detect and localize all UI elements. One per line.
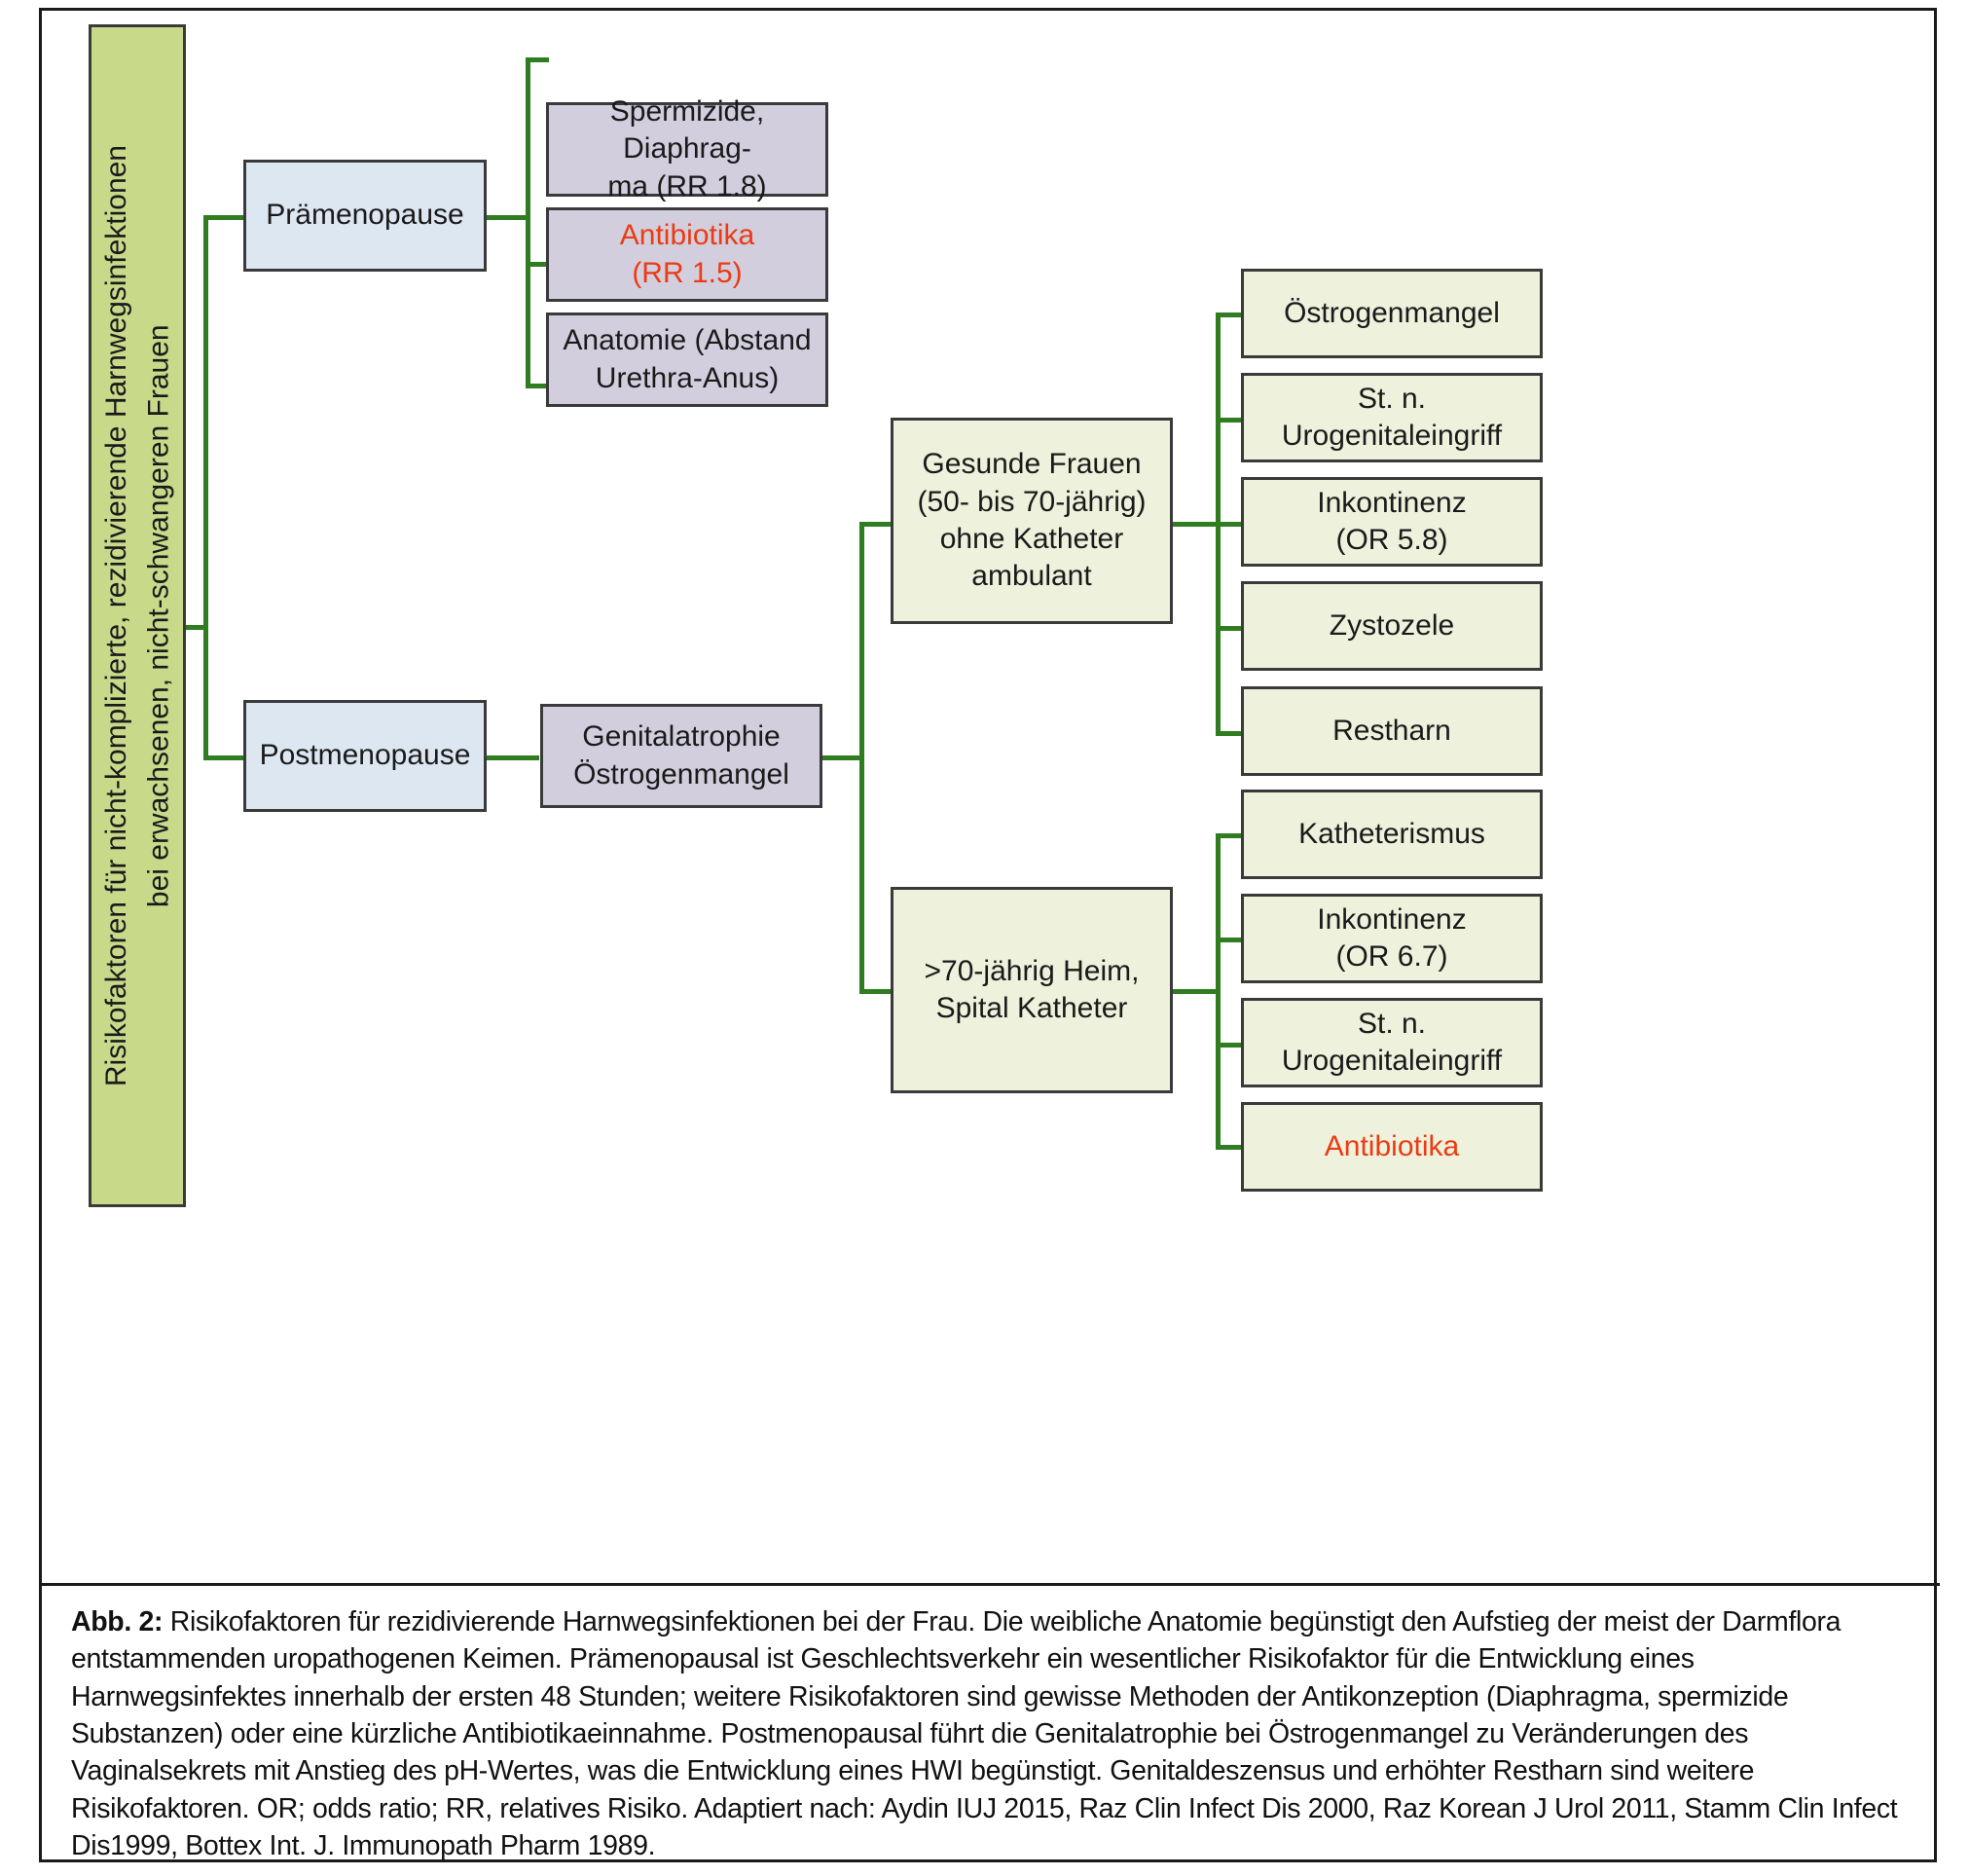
node-postmenopause-label: Postmenopause	[259, 739, 471, 772]
figure-caption: Abb. 2: Risikofaktoren für rezidivierend…	[42, 1583, 1940, 1862]
node-st-n-urogenitaleingriff-2-label: St. n. Urogenitaleingriff	[1281, 1007, 1503, 1077]
node-anatomie-label: Anatomie (Abstand Urethra-Anus)	[563, 324, 812, 394]
connector-to-anatomie	[526, 384, 547, 388]
node-anatomie[interactable]: Anatomie (Abstand Urethra-Anus)	[546, 313, 828, 407]
root-title-box: Risikofaktoren für nicht-komplizierte, r…	[89, 24, 186, 1207]
connector-gesunde-frauen-out	[1171, 522, 1220, 527]
node-praemenopause[interactable]: Prämenopause	[243, 160, 487, 272]
node-antibiotika[interactable]: Antibiotika	[1241, 1102, 1543, 1192]
node-antibiotika-rr-label: Antibiotika (RR 1.5)	[619, 219, 755, 289]
node-genitalatrophie[interactable]: Genitalatrophie Östrogenmangel	[540, 704, 822, 808]
connector-to-katheterismus	[1216, 833, 1243, 838]
node-postmenopause[interactable]: Postmenopause	[243, 700, 487, 812]
node-praemenopause-label: Prämenopause	[266, 199, 464, 232]
node-genitalatrophie-label: Genitalatrophie Östrogenmangel	[573, 720, 789, 791]
connector-to-inkontinenz-58	[1216, 522, 1243, 527]
node-restharn-label: Restharn	[1332, 714, 1451, 747]
node-spermizide-diaphragma[interactable]: Spermizide, Diaphrag- ma (RR 1.8)	[546, 95, 828, 202]
node-spermizide-diaphragma-label: Spermizide, Diaphrag- ma (RR 1.8)	[607, 94, 767, 202]
connector-genitalatrophie-out	[820, 755, 863, 760]
connector-branch-spine	[203, 215, 208, 760]
node-antibiotika-rr[interactable]: Antibiotika (RR 1.5)	[546, 207, 828, 302]
connector-factor-spine	[526, 57, 530, 388]
connector-to-zystozele	[1216, 626, 1243, 631]
caption-label: Abb. 2:	[71, 1606, 164, 1637]
root-title-label: Risikofaktoren für nicht-komplizierte, r…	[99, 144, 175, 1087]
node-st-n-urogenitaleingriff-1[interactable]: St. n. Urogenitaleingriff	[1241, 373, 1543, 462]
node-inkontinenz-or-67-label: Inkontinenz (OR 6.7)	[1317, 902, 1467, 973]
caption-text: Risikofaktoren für rezidivierende Harnwe…	[71, 1606, 1898, 1861]
node-katheterismus[interactable]: Katheterismus	[1241, 790, 1543, 879]
node-ueber-70-heim-spital[interactable]: >70-jährig Heim, Spital Katheter	[891, 887, 1173, 1093]
node-zystozele[interactable]: Zystozele	[1241, 581, 1543, 671]
connector-to-st-n-1	[1216, 418, 1243, 423]
figure-frame: Risikofaktoren für nicht-komplizierte, r…	[39, 8, 1940, 1862]
node-oestrogenmangel-label: Östrogenmangel	[1284, 296, 1500, 329]
node-antibiotika-label: Antibiotika	[1324, 1129, 1460, 1162]
connector-to-restharn	[1216, 731, 1243, 736]
connector-to-praemenopause	[203, 215, 244, 220]
connector-to-oestrogenmangel	[1216, 313, 1243, 317]
node-inkontinenz-or-67[interactable]: Inkontinenz (OR 6.7)	[1241, 894, 1543, 983]
connector-to-antibiotika-rr	[526, 262, 547, 267]
diagram-canvas: Risikofaktoren für nicht-komplizierte, r…	[42, 11, 1940, 1583]
connector-to-postmenopause	[203, 755, 244, 760]
node-inkontinenz-or-58[interactable]: Inkontinenz (OR 5.8)	[1241, 477, 1543, 567]
node-ueber-70-heim-spital-label: >70-jährig Heim, Spital Katheter	[924, 954, 1140, 1024]
connector-risk-spine-2	[1216, 833, 1221, 1145]
node-st-n-urogenitaleingriff-1-label: St. n. Urogenitaleingriff	[1281, 382, 1503, 452]
node-katheterismus-label: Katheterismus	[1298, 817, 1485, 850]
node-zystozele-label: Zystozele	[1329, 608, 1455, 642]
node-restharn[interactable]: Restharn	[1241, 686, 1543, 776]
node-gesunde-frauen[interactable]: Gesunde Frauen (50- bis 70-jährig) ohne …	[891, 418, 1173, 624]
node-inkontinenz-or-58-label: Inkontinenz (OR 5.8)	[1317, 486, 1467, 556]
connector-ueber-70-out	[1171, 989, 1220, 994]
connector-factor-top-tick	[526, 57, 549, 62]
node-gesunde-frauen-label: Gesunde Frauen (50- bis 70-jährig) ohne …	[917, 448, 1147, 593]
connector-population-spine	[859, 522, 864, 994]
connector-to-antibiotika	[1216, 1145, 1243, 1150]
connector-praemenopause-out	[485, 215, 529, 220]
connector-to-ueber-70	[859, 989, 893, 994]
connector-root-stub	[186, 625, 207, 630]
connector-to-gesunde-frauen	[859, 522, 893, 527]
node-st-n-urogenitaleingriff-2[interactable]: St. n. Urogenitaleingriff	[1241, 998, 1543, 1087]
connector-to-st-n-2	[1216, 1043, 1243, 1048]
connector-to-inkontinenz-67	[1216, 938, 1243, 942]
node-oestrogenmangel[interactable]: Östrogenmangel	[1241, 269, 1543, 358]
connector-postmenopause-to-genitalatrophie	[485, 755, 539, 760]
